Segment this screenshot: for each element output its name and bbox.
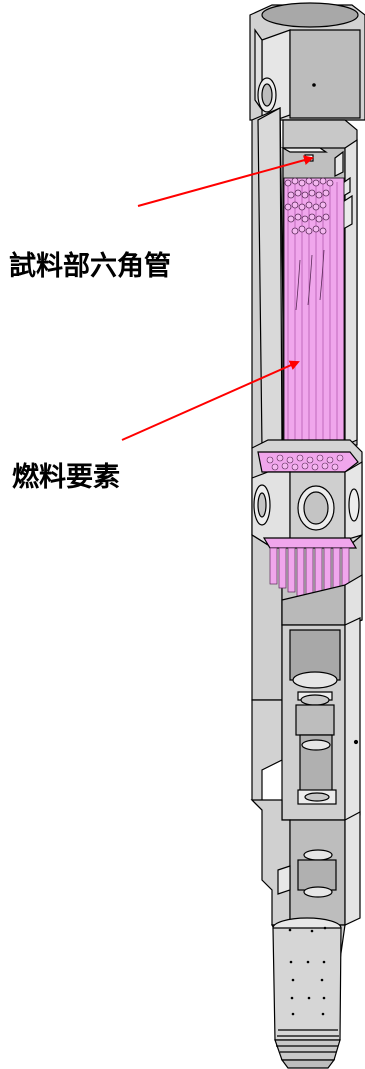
middle-hex-block: [251, 439, 363, 546]
arrow-hex-tube: [137, 155, 314, 207]
label-fuel-element: 燃料要素: [12, 462, 120, 493]
entrance-nozzle: [272, 917, 342, 1069]
fuel-pin-bundle-upper: [283, 177, 345, 449]
label-hex-tube: 試料部六角管: [9, 251, 171, 282]
lower-inner-tube: [251, 617, 361, 821]
arrow-fuel-element: [121, 360, 300, 441]
upper-handling-head: [249, 2, 365, 126]
